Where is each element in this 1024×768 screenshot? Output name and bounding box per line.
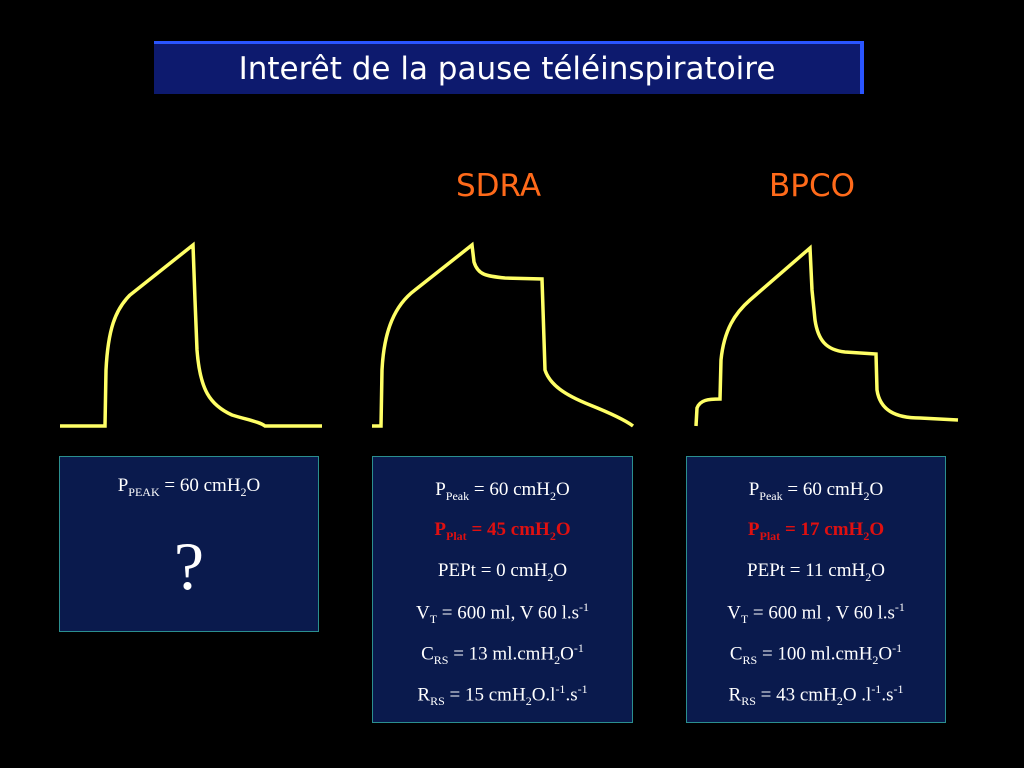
bpco-pept-row: PEPt = 11 cmH2O — [747, 560, 885, 584]
bpco-vt-row: VT = 600 ml , V 60 l.s-1 — [727, 600, 905, 627]
waveform-unknown — [60, 241, 322, 428]
sdra-crs-row: CRS = 13 ml.cmH2O-1 — [421, 641, 584, 668]
box-unknown: PPEAK = 60 cmH2O ? — [59, 456, 319, 632]
waveform-sdra — [372, 241, 635, 428]
bpco-rrs-row: RRS = 43 cmH2O .l-1.s-1 — [728, 682, 904, 709]
sdra-peak-row: PPeak = 60 cmH2O — [435, 479, 570, 503]
sdra-pept-row: PEPt = 0 cmH2O — [437, 560, 568, 584]
peak-pressure-row: PPEAK = 60 cmH2O — [117, 475, 261, 499]
slide-title: Interêt de la pause téléinspiratoire — [238, 51, 776, 87]
label-sdra: SDRA — [456, 168, 542, 204]
bpco-crs-row: CRS = 100 ml.cmH2O-1 — [729, 641, 903, 668]
label-bpco: BPCO — [769, 168, 856, 204]
sdra-rrs-row: RRS = 15 cmH2O.l-1.s-1 — [417, 682, 588, 709]
box-bpco: PPeak = 60 cmH2O PPlat = 17 cmH2O PEPt =… — [686, 456, 946, 723]
box-sdra: PPeak = 60 cmH2O PPlat = 45 cmH2O PEPt =… — [372, 456, 633, 723]
sdra-plat-row: PPlat = 45 cmH2O — [434, 519, 571, 543]
waveform-bpco — [694, 244, 959, 427]
slide-title-bar: Interêt de la pause téléinspiratoire — [154, 41, 864, 94]
question-mark: ? — [173, 528, 205, 604]
bpco-plat-row: PPlat = 17 cmH2O — [747, 519, 885, 543]
bpco-peak-row: PPeak = 60 cmH2O — [748, 479, 884, 503]
sdra-vt-row: VT = 600 ml, V 60 l.s-1 — [415, 600, 590, 627]
